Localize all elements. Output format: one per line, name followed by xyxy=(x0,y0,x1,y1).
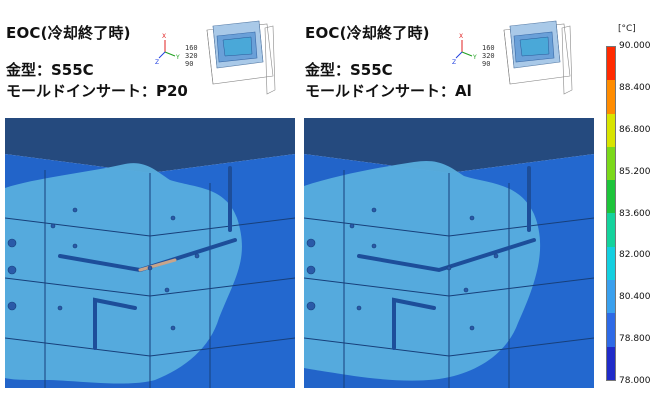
cooling-channels xyxy=(357,166,536,350)
legend-label: 88.400 xyxy=(619,82,651,93)
legend-label: 82.000 xyxy=(619,250,651,261)
color-scale-band xyxy=(607,280,615,314)
legend-label: 90.000 xyxy=(619,41,651,51)
axis-x-letter: X xyxy=(162,33,166,40)
color-scale-band xyxy=(607,80,615,114)
ejector-holes xyxy=(7,207,200,331)
legend-unit: [°C] xyxy=(618,24,636,34)
mold-edges xyxy=(304,170,594,388)
temperature-view-left xyxy=(5,118,295,388)
color-scale-bar xyxy=(606,46,616,381)
legend-label: 83.600 xyxy=(619,208,651,219)
color-scale-band xyxy=(607,146,615,181)
panel-left-insert-label: モールドインサート：P20 xyxy=(6,82,188,100)
insert-channel-hot xyxy=(138,258,177,272)
color-scale-band xyxy=(607,113,615,147)
axis-x-letter: X xyxy=(459,33,463,40)
panel-left-mold-label: 金型：S55C xyxy=(6,61,94,79)
top-face xyxy=(304,118,594,173)
axis-z-letter: Z xyxy=(155,59,159,66)
temperature-view-right xyxy=(304,118,594,388)
color-scale-band xyxy=(607,213,615,247)
panel-right-mold-label: 金型：S55C xyxy=(305,61,393,79)
top-face xyxy=(5,118,295,173)
legend-label: 78.000 xyxy=(619,376,651,386)
axis-triad-icon xyxy=(455,40,473,59)
mold-wireframe-icon xyxy=(206,20,276,95)
ejector-holes xyxy=(306,207,499,331)
hot-zone xyxy=(5,163,242,384)
axis-z-letter: Z xyxy=(452,59,456,66)
color-scale-band xyxy=(607,313,615,347)
legend-label: 85.200 xyxy=(619,166,651,177)
color-scale-band xyxy=(607,180,615,214)
panel-left-title: EOC(冷却終了時) xyxy=(6,24,131,42)
panel-right-title: EOC(冷却終了時) xyxy=(305,24,430,42)
color-scale-band xyxy=(607,47,615,81)
mold-wireframe-icon xyxy=(503,20,573,95)
color-scale-band xyxy=(607,246,615,281)
panel-right-insert-label: モールドインサート：Al xyxy=(305,82,472,100)
axis-y-letter: Y xyxy=(472,54,477,61)
color-scale-band xyxy=(607,346,615,380)
hot-zone xyxy=(304,160,541,381)
legend-label: 78.800 xyxy=(619,334,651,345)
axis-y-letter: Y xyxy=(175,54,180,61)
mold-thumbnail-right: X Y Z xyxy=(452,20,573,95)
legend-label: 86.800 xyxy=(619,124,651,135)
axis-triad-icon xyxy=(158,40,176,59)
legend-label: 80.400 xyxy=(619,292,651,303)
mold-thumbnail-left: X Y Z xyxy=(155,20,276,95)
